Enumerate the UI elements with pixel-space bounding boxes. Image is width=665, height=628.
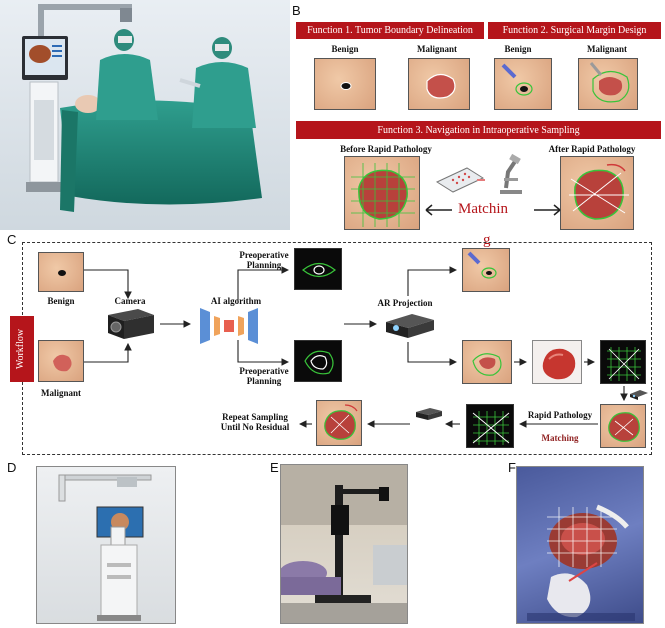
panel-b: B Function 1. Tumor Boundary Delineation…	[290, 0, 665, 232]
sampling-grid-image	[600, 340, 646, 384]
benign-input-image	[38, 252, 84, 292]
panel-b-label: B	[292, 3, 301, 18]
malignant-margin-image	[578, 58, 638, 110]
before-rapid-image	[344, 156, 420, 230]
workflow-label: Workflow	[15, 328, 26, 370]
ai-algorithm-label: AI algorithm	[210, 296, 262, 306]
workflow-tab	[10, 316, 34, 382]
after-rapid-image	[560, 156, 634, 230]
malignant-input-image	[38, 340, 84, 382]
before-rapid-caption: Before Rapid Pathology	[340, 144, 432, 154]
device-photo	[36, 466, 176, 624]
repeat-sampling-image	[316, 400, 362, 446]
matching-label-c: Matching	[541, 433, 579, 443]
ar-projection-label: AR Projection	[377, 298, 433, 308]
rapid-pathology-image	[600, 404, 646, 448]
malignant-lesion-image-1	[408, 58, 470, 110]
small-projector-icon	[630, 390, 648, 400]
preop-planning-benign-image	[294, 248, 342, 290]
preop-planning-label-1: Preoperative Planning	[239, 250, 289, 270]
operating-room-illustration	[0, 0, 290, 230]
preop-planning-label-2: Preoperative Planning	[239, 366, 289, 386]
benign-lesion-image-1	[314, 58, 376, 110]
panel-e-label: E	[270, 460, 279, 475]
matched-grid-image	[466, 404, 514, 448]
panel-a: A	[0, 0, 290, 230]
camera-icon	[108, 309, 154, 339]
ar-benign-image	[462, 248, 510, 292]
benign-input-label: Benign	[47, 296, 75, 306]
camera-label: Camera	[114, 296, 146, 306]
rapid-pathology-label: Rapid Pathology	[527, 410, 593, 420]
sampling-plate-icon	[435, 167, 485, 193]
projector-icon	[386, 314, 434, 338]
function1-banner: Function 1. Tumor Boundary Delineation	[296, 22, 484, 39]
matching-arrows	[425, 204, 561, 216]
or-deployment-photo	[280, 464, 408, 624]
panel-d-label: D	[7, 460, 17, 475]
benign-margin-image	[494, 58, 552, 110]
excised-specimen-image	[532, 340, 582, 384]
preop-planning-malignant-image	[294, 340, 342, 382]
panel-f-label: F	[508, 460, 516, 475]
projector-icon-2	[416, 408, 442, 420]
malignant-caption-1: Malignant	[416, 44, 457, 54]
ar-malignant-image	[462, 340, 512, 384]
neural-network-icon	[200, 308, 258, 344]
function2-banner: Function 2. Surgical Margin Design	[488, 22, 661, 39]
malignant-input-label: Malignant	[40, 388, 81, 398]
microscope-icon	[500, 153, 522, 194]
benign-caption-2: Benign	[504, 44, 532, 54]
matching-overflow-g: g	[483, 232, 491, 248]
panel-c-label: C	[7, 232, 17, 247]
function3-banner: Function 3. Navigation in Intraoperative…	[296, 121, 661, 139]
benign-caption-1: Benign	[331, 44, 359, 54]
repeat-sampling-label: Repeat Sampling Until No Residual	[220, 412, 290, 432]
malignant-caption-2: Malignant	[586, 44, 627, 54]
after-rapid-caption: After Rapid Pathology	[548, 144, 636, 154]
intraoperative-projection-photo	[516, 466, 644, 624]
matching-label: Matchin	[458, 201, 508, 217]
